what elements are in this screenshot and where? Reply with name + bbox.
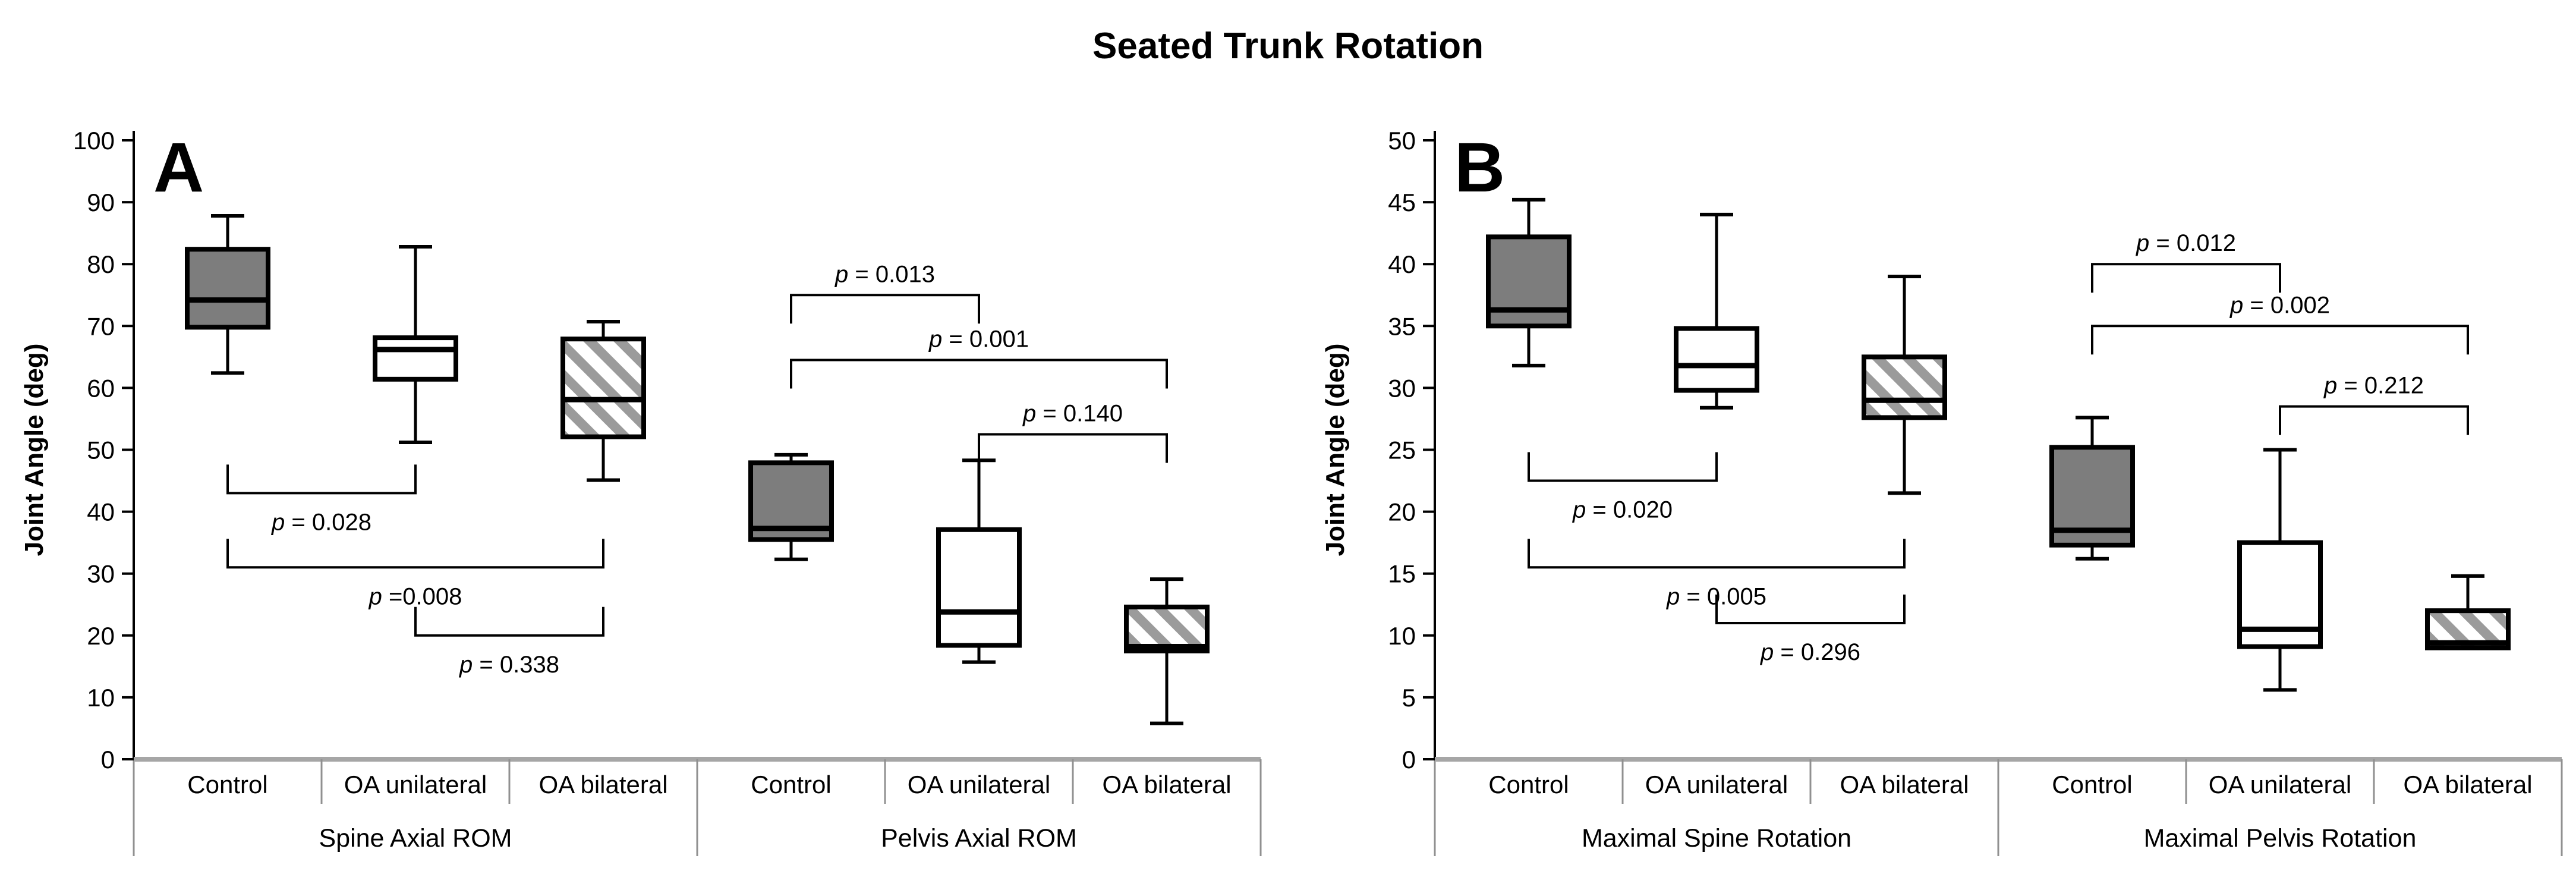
category-label: OA unilateral (2209, 771, 2351, 798)
panel-letter-A: A (153, 128, 204, 207)
category-label: Control (1488, 771, 1569, 798)
box-B-Maximal-Pelvis-Rotation-Control (2049, 416, 2135, 561)
group-label: Spine Axial ROM (319, 824, 512, 853)
p-value-label: p =0.008 (369, 583, 462, 609)
y-tick-label: 30 (1388, 374, 1416, 402)
box-A-Spine-Axial-ROM-OA-bilateral (560, 320, 646, 482)
y-tick-label: 45 (1388, 188, 1416, 216)
category-label: Control (2052, 771, 2132, 798)
y-axis-label: Joint Angle (deg) (20, 344, 49, 557)
category-label: OA bilateral (538, 771, 667, 798)
box-A-Pelvis-Axial-ROM-OA-unilateral (936, 458, 1022, 664)
y-tick-label: 100 (73, 127, 115, 155)
y-tick-label: 15 (1388, 560, 1416, 588)
box-B-Maximal-Spine-Rotation-OA-bilateral (1862, 275, 1947, 495)
significance-bracket (1528, 539, 1906, 569)
p-value-label: p = 0.140 (1022, 400, 1123, 426)
iqr-box (560, 337, 646, 439)
p-value-label: p = 0.013 (834, 261, 935, 287)
y-tick-label: 25 (1388, 436, 1416, 464)
y-tick-label: 40 (1388, 250, 1416, 278)
significance-bracket (2091, 263, 2281, 293)
p-value-label: p = 0.296 (1760, 639, 1860, 665)
iqr-box (1674, 326, 1759, 393)
significance-bracket (226, 539, 604, 569)
y-axis-label: Joint Angle (deg) (1321, 344, 1350, 557)
p-value-label: p = 0.020 (1572, 497, 1673, 523)
panel-letter-B: B (1454, 128, 1505, 207)
category-label: OA bilateral (1102, 771, 1231, 798)
significance-bracket (2091, 325, 2469, 355)
iqr-box (185, 247, 270, 330)
box-A-Pelvis-Axial-ROM-Control (748, 452, 834, 561)
p-value-label: p = 0.002 (2229, 292, 2330, 318)
p-value-label: p = 0.005 (1666, 583, 1766, 609)
box-A-Pelvis-Axial-ROM-OA-bilateral (1124, 577, 1210, 725)
group-label: Maximal Spine Rotation (1582, 824, 1851, 853)
category-label: OA unilateral (1645, 771, 1788, 798)
significance-bracket (790, 359, 1168, 389)
chart-title: Seated Trunk Rotation (1092, 26, 1484, 67)
significance-bracket (414, 606, 604, 637)
significance-bracket (226, 464, 417, 495)
p-value-label: p = 0.012 (2136, 230, 2236, 256)
y-tick-label: 5 (1402, 684, 1416, 712)
category-label: Control (751, 771, 831, 798)
iqr-box (1862, 354, 1947, 420)
box-B-Maximal-Pelvis-Rotation-OA-bilateral (2425, 574, 2511, 650)
significance-bracket (1528, 452, 1718, 482)
category-label: OA unilateral (344, 771, 487, 798)
group-label: Pelvis Axial ROM (881, 824, 1077, 853)
y-tick-label: 10 (87, 684, 115, 712)
y-tick-label: 10 (1388, 622, 1416, 650)
p-value-label: p = 0.028 (271, 509, 371, 535)
category-label: OA bilateral (2403, 771, 2532, 798)
y-tick-label: 30 (87, 560, 115, 588)
p-value-label: p = 0.338 (459, 652, 559, 678)
p-value-label: p = 0.001 (928, 326, 1029, 353)
box-B-Maximal-Pelvis-Rotation-OA-unilateral (2237, 448, 2323, 692)
y-tick-label: 50 (87, 436, 115, 464)
iqr-box (1486, 234, 1572, 329)
significance-bracket (790, 294, 980, 324)
y-tick-label: 60 (87, 374, 115, 402)
y-tick-label: 40 (87, 498, 115, 526)
y-tick-label: 20 (1388, 498, 1416, 526)
box-A-Spine-Axial-ROM-OA-unilateral (373, 245, 458, 445)
p-value-label: p = 0.212 (2323, 373, 2424, 399)
category-label: OA bilateral (1840, 771, 1969, 798)
y-tick-label: 35 (1388, 312, 1416, 340)
y-tick-label: 0 (1402, 746, 1416, 774)
box-B-Maximal-Spine-Rotation-OA-unilateral (1674, 212, 1759, 410)
y-tick-label: 0 (101, 746, 115, 774)
iqr-box (1124, 604, 1210, 653)
y-tick-label: 50 (1388, 127, 1416, 155)
significance-bracket (1715, 594, 1906, 624)
y-tick-label: 20 (87, 622, 115, 650)
category-label: OA unilateral (908, 771, 1050, 798)
iqr-box (373, 335, 458, 382)
category-label: Control (187, 771, 267, 798)
significance-bracket (978, 433, 1168, 463)
group-label: Maximal Pelvis Rotation (2144, 824, 2417, 853)
box-A-Spine-Axial-ROM-Control (185, 214, 270, 375)
box-B-Maximal-Spine-Rotation-Control (1486, 197, 1572, 367)
y-tick-label: 80 (87, 250, 115, 278)
significance-bracket (2279, 405, 2469, 435)
y-tick-label: 70 (87, 312, 115, 340)
iqr-box (936, 527, 1022, 648)
y-tick-label: 90 (87, 188, 115, 216)
